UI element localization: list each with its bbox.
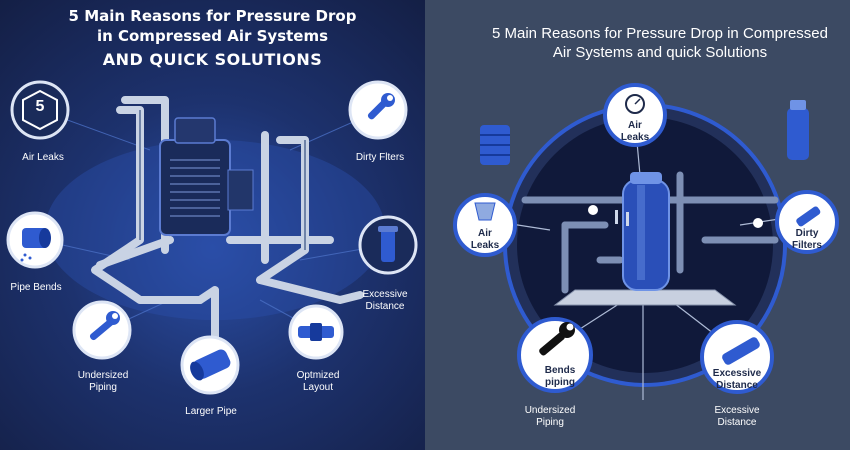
- label-excessive: Excessive Distance: [709, 368, 765, 392]
- label-air-leaks-left-line2: Leaks: [470, 240, 500, 251]
- right-title: 5 Main Reasons for Pressure Drop in Comp…: [470, 24, 850, 62]
- label-undersized-piping: Undersized Piping: [515, 405, 585, 429]
- wrench-icon: [89, 311, 120, 341]
- label-optimized-line1: Optmized: [296, 370, 340, 381]
- leak-fitting-icon: [474, 202, 496, 221]
- label-dirty-filters: Dirty Flters: [355, 152, 405, 163]
- air-leaks-top-circle: [603, 83, 667, 147]
- label-excessive-distance-line2: Distance: [717, 417, 757, 428]
- pressure-gauge-icon: [625, 94, 645, 114]
- large-pipe-icon: [190, 349, 231, 381]
- label-excessive-distance-line1: Excessive: [714, 405, 760, 416]
- label-excessive-line2: Distance: [716, 380, 758, 391]
- pipe-fitting-icon: [20, 228, 51, 262]
- label-undersized-line1: Undersized: [524, 405, 576, 416]
- left-panel: 5 Main Reasons for Pressure Drop in Comp…: [0, 0, 425, 450]
- label-bends-piping: Bends piping: [535, 365, 585, 389]
- label-optimized-layout: Optmized Layout: [285, 370, 351, 394]
- right-title-line1: 5 Main Reasons for Pressure Drop in Comp…: [492, 25, 828, 42]
- wrench-icon: [539, 322, 575, 356]
- bellows-fitting-icon: [480, 125, 510, 165]
- inline-filter-icon: [787, 100, 809, 160]
- label-undersized-piping: Undersized Piping: [68, 370, 138, 394]
- label-undersized-line1: Undersized: [77, 370, 129, 381]
- filter-canister-icon: [378, 226, 398, 262]
- label-air-leaks-top: Air Leaks: [610, 120, 660, 144]
- air-receiver-tank-icon: [622, 172, 670, 291]
- left-illustration: [6, 80, 418, 395]
- right-illustration: [453, 83, 839, 400]
- left-title: 5 Main Reasons for Pressure Drop in Comp…: [40, 6, 385, 70]
- left-title-line3: AND QUICK SOLUTIONS: [102, 50, 323, 69]
- label-larger-pipe: Larger Pipe: [185, 406, 237, 417]
- pipe-coupling-icon: [298, 323, 334, 341]
- label-undersized-line2: Piping: [89, 382, 117, 393]
- label-air-leaks-top-line2: Leaks: [620, 132, 650, 143]
- bends-piping-circle: [517, 317, 593, 393]
- label-air-leaks: Air Leaks: [22, 152, 64, 163]
- left-title-line2: in Compressed Air Systems: [96, 27, 329, 45]
- label-bends-line1: Bends: [544, 365, 576, 376]
- air-leaks-left-circle: [453, 193, 517, 257]
- label-excessive-distance: Excessive Distance: [700, 405, 774, 429]
- label-dirty-filters: Dirty Filters: [781, 228, 833, 252]
- label-air-leaks-left-line1: Air: [478, 228, 492, 239]
- label-excessive-line1: Excessive: [362, 289, 408, 300]
- label-air-leaks-top-line1: Air: [628, 120, 642, 131]
- long-pipe-icon: [722, 337, 760, 365]
- label-dirty-filters-line1: Dirty: [795, 228, 819, 239]
- right-title-line2: Air Systems and quick Solutions: [552, 44, 768, 61]
- label-dirty-filters-line2: Filters: [791, 240, 822, 251]
- filter-pipe-icon: [796, 206, 821, 227]
- label-air-leaks-left: Air Leaks: [460, 228, 510, 252]
- compressor-icon: [159, 117, 254, 236]
- label-excessive-line1: Excessive: [712, 368, 762, 379]
- badge-number: 5: [35, 98, 45, 115]
- label-undersized-line2: Piping: [536, 417, 564, 428]
- left-title-line1: 5 Main Reasons for Pressure Drop: [68, 7, 357, 25]
- right-panel: 5 Main Reasons for Pressure Drop in Comp…: [425, 0, 850, 450]
- label-excessive-line2: Distance: [365, 301, 405, 312]
- label-optimized-line2: Layout: [302, 382, 334, 393]
- label-pipe-bends: Pipe Bends: [10, 282, 62, 293]
- wrench-icon: [367, 93, 395, 120]
- label-bends-line2: piping: [545, 377, 575, 388]
- label-excessive-distance: Excessive Distance: [350, 289, 420, 313]
